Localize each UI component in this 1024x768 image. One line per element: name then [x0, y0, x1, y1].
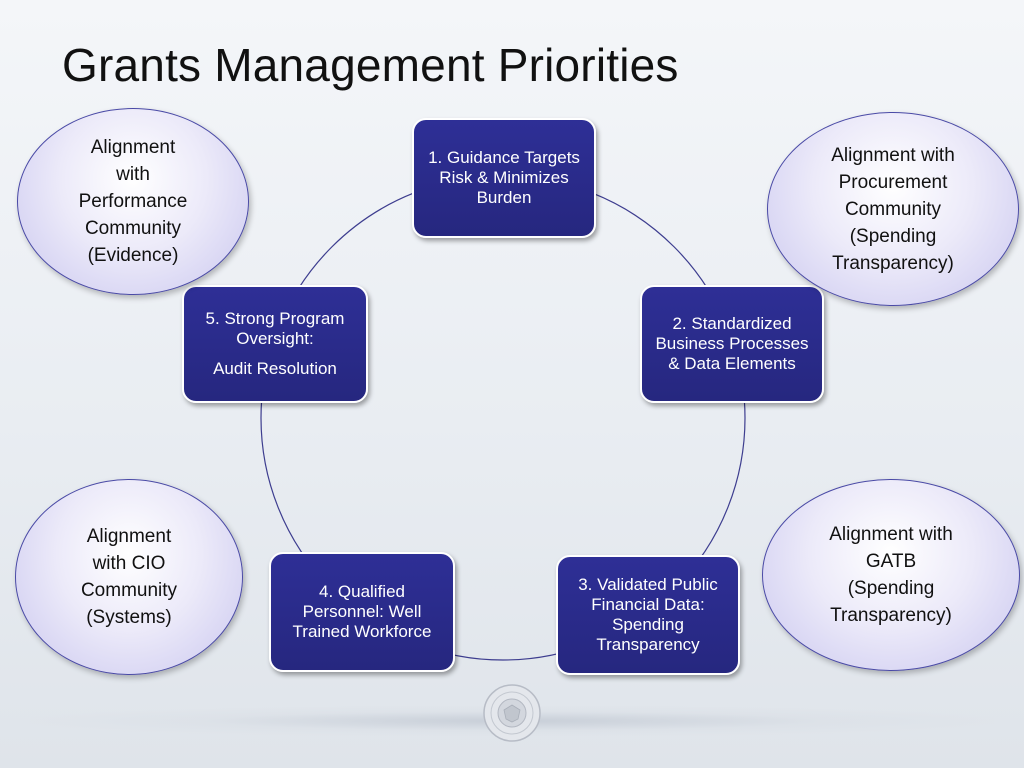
- alignment-label-procurement: Alignment with Procurement Community (Sp…: [831, 144, 955, 274]
- slide-title: Grants Management Priorities: [62, 39, 679, 91]
- priority-label-oversight: 5. Strong Program Oversight:: [205, 309, 345, 348]
- priority-box-guidance: 1. Guidance Targets Risk & Minimizes Bur…: [412, 118, 596, 238]
- alignment-label-cio: Alignment with CIO Community (Systems): [80, 526, 178, 628]
- alignment-oval-gatb: Alignment with GATB (Spending Transparen…: [762, 479, 1020, 671]
- presidential-seal-icon: [483, 684, 541, 742]
- priority-label-guidance: 1. Guidance Targets Risk & Minimizes Bur…: [428, 148, 580, 207]
- priority-box-personnel: 4. Qualified Personnel: Well Trained Wor…: [269, 552, 455, 672]
- alignment-oval-procurement: Alignment with Procurement Community (Sp…: [767, 112, 1019, 306]
- priority-sublabel-oversight: Audit Resolution: [213, 359, 337, 378]
- priority-label-validated: 3. Validated Public Financial Data: Spen…: [578, 575, 718, 654]
- priority-box-validated: 3. Validated Public Financial Data: Spen…: [556, 555, 740, 675]
- alignment-label-performance: Alignment with Performance Community (Ev…: [78, 137, 188, 266]
- priority-box-standardized: 2. Standardized Business Processes & Dat…: [640, 285, 824, 403]
- priority-label-standardized: 2. Standardized Business Processes & Dat…: [655, 314, 809, 373]
- priority-label-personnel: 4. Qualified Personnel: Well Trained Wor…: [292, 582, 432, 641]
- alignment-oval-performance: Alignment with Performance Community (Ev…: [17, 108, 249, 295]
- priority-box-oversight: 5. Strong Program Oversight: Audit Resol…: [182, 285, 368, 403]
- alignment-label-gatb: Alignment with GATB (Spending Transparen…: [829, 524, 953, 626]
- alignment-oval-cio: Alignment with CIO Community (Systems): [15, 479, 243, 675]
